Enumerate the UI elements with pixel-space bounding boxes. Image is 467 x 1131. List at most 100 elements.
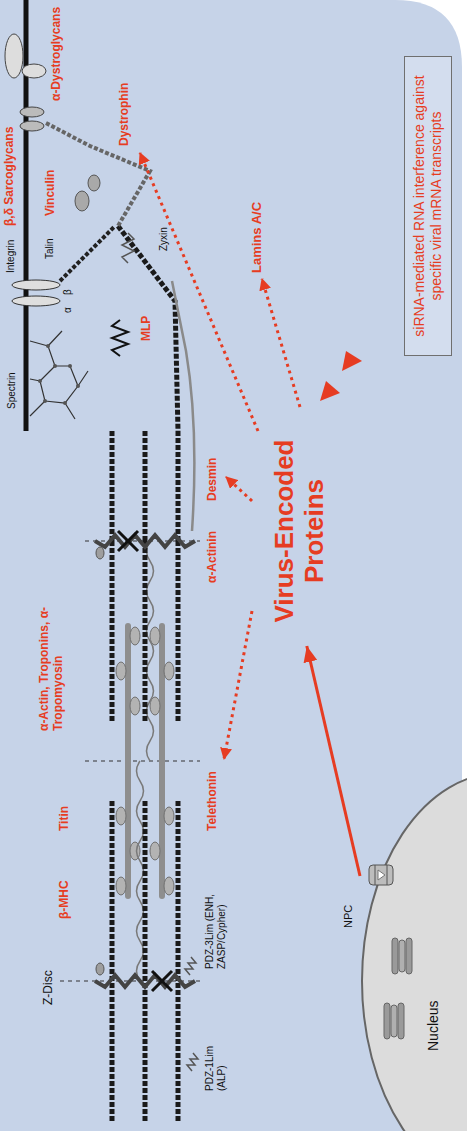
myosin-filament [128, 626, 162, 896]
titin-filament [147, 541, 154, 761]
sarcomere [60, 226, 200, 1121]
node-text: Nucleus [425, 1000, 441, 1051]
talin-chain [60, 226, 115, 281]
myosin-head [116, 877, 126, 895]
z-disc [95, 975, 195, 987]
actin-filament [176, 801, 181, 981]
part-label: Zyxin [158, 227, 170, 251]
protein-label: β,δ Sarcoglycans [3, 127, 17, 226]
part-label: NPC [342, 905, 355, 928]
spectrin-node [38, 379, 42, 383]
actin-filament [176, 431, 181, 541]
sarcoglycan-symbol [20, 107, 44, 117]
mlp-spring [112, 320, 128, 356]
sirna-triangle [320, 351, 362, 401]
titin-filament [137, 761, 144, 981]
part-label: Integrin [5, 240, 17, 273]
protein-label: Titin [58, 806, 72, 831]
actin-filament [118, 226, 178, 431]
protein-label: Desmin [206, 458, 220, 501]
spectrin-node [38, 344, 80, 405]
integrin-symbol [12, 280, 60, 290]
telethonin-protein [96, 963, 104, 975]
myosin-head [164, 877, 174, 895]
integrin-symbol [12, 296, 60, 306]
heading-node: Virus-Encoded Proteins [266, 416, 334, 646]
spectrin-node [46, 344, 50, 348]
myosin-head [116, 662, 126, 680]
dystroglycan-symbol [5, 34, 46, 78]
actin-filament [110, 431, 115, 541]
sarcoglycan-symbol [20, 107, 44, 131]
dystroglycan-symbol [22, 64, 46, 78]
part-label: Z-Disc [42, 970, 56, 1005]
desmin-filament [172, 281, 194, 531]
alpha-actinin-rod [152, 971, 172, 991]
dotted-arrow [224, 611, 252, 759]
actin-filament [176, 981, 181, 1121]
chromatin-symbol [384, 1003, 404, 1039]
sirna-triangle [320, 381, 340, 401]
dystrophin-chain [46, 123, 150, 226]
nucleus-outline [360, 771, 467, 1131]
z-disc [95, 535, 195, 987]
z-disc [95, 535, 195, 547]
part-label: β [62, 289, 74, 295]
nucleus-envelope [362, 773, 467, 1131]
myosin-head [130, 627, 140, 645]
pdz-lim-protein [187, 1053, 198, 1071]
protein-label: α-Actinin [206, 531, 220, 583]
note-box: siRNA-mediated RNA interference against … [404, 56, 452, 356]
vinculin-symbol [75, 191, 89, 211]
myosin-head [150, 842, 160, 860]
pdz-lim-protein [185, 957, 198, 1071]
actin-filament [143, 801, 148, 981]
myosin-head [164, 662, 174, 680]
alpha-actinin-rod [118, 531, 138, 551]
integrin-symbol [12, 280, 60, 306]
part-label: PDZ-1Lim (ALP) [204, 1035, 227, 1091]
actin-filament [143, 541, 148, 721]
protein-label: Telethonin [206, 771, 220, 831]
protein-label: Lamins A/C [250, 202, 265, 273]
actin-filament [110, 981, 115, 1121]
alpha-actinin-rod [118, 531, 138, 551]
chromatin-symbol [392, 938, 412, 974]
npc-symbol [369, 865, 393, 885]
part-label: α [62, 307, 74, 313]
protein-label: Dystrophin [118, 83, 132, 146]
actin-filament [143, 981, 148, 1121]
myosin-head [164, 807, 174, 825]
telethonin-protein [96, 547, 104, 975]
alpha-actinin-rod [152, 971, 172, 991]
protein-label: α-Actin, Troponins, α-Tropomyosin [38, 566, 66, 731]
part-label: Spectrin [6, 372, 18, 409]
protein-label: MLP [140, 316, 154, 341]
costamere [5, 0, 194, 531]
titin-filament [137, 541, 154, 981]
dotted-arrow [262, 279, 300, 407]
spectrin-network [30, 331, 88, 419]
myosin-filament [159, 626, 165, 896]
myosin-head [130, 697, 140, 715]
z-disc-dashed-line [60, 541, 200, 981]
spectrin-node [63, 401, 67, 405]
telethonin-protein [96, 547, 104, 559]
actin-filament [143, 431, 148, 541]
alpha-actinin-rod [118, 531, 172, 991]
sarcoglycan-symbol [20, 121, 44, 131]
pdz-lim-protein [185, 957, 196, 975]
node-text: Virus-Encoded Proteins [270, 420, 330, 642]
nucleus-shape: Nucleus [360, 771, 467, 1131]
protein-label: β-MHC [58, 880, 72, 919]
spectrin-node [43, 399, 47, 403]
protein-label: α-Dystroglycans [50, 7, 64, 101]
actin-filament [110, 541, 115, 721]
part-label: PDZ-3Lim (ENH, ZASP/Cypher) [204, 869, 227, 969]
zyxin-spring [122, 233, 134, 263]
actin-filament [110, 801, 115, 981]
part-label: Talin [44, 238, 56, 259]
dystroglycan-symbol [5, 34, 23, 78]
myosin-filament [125, 626, 131, 896]
